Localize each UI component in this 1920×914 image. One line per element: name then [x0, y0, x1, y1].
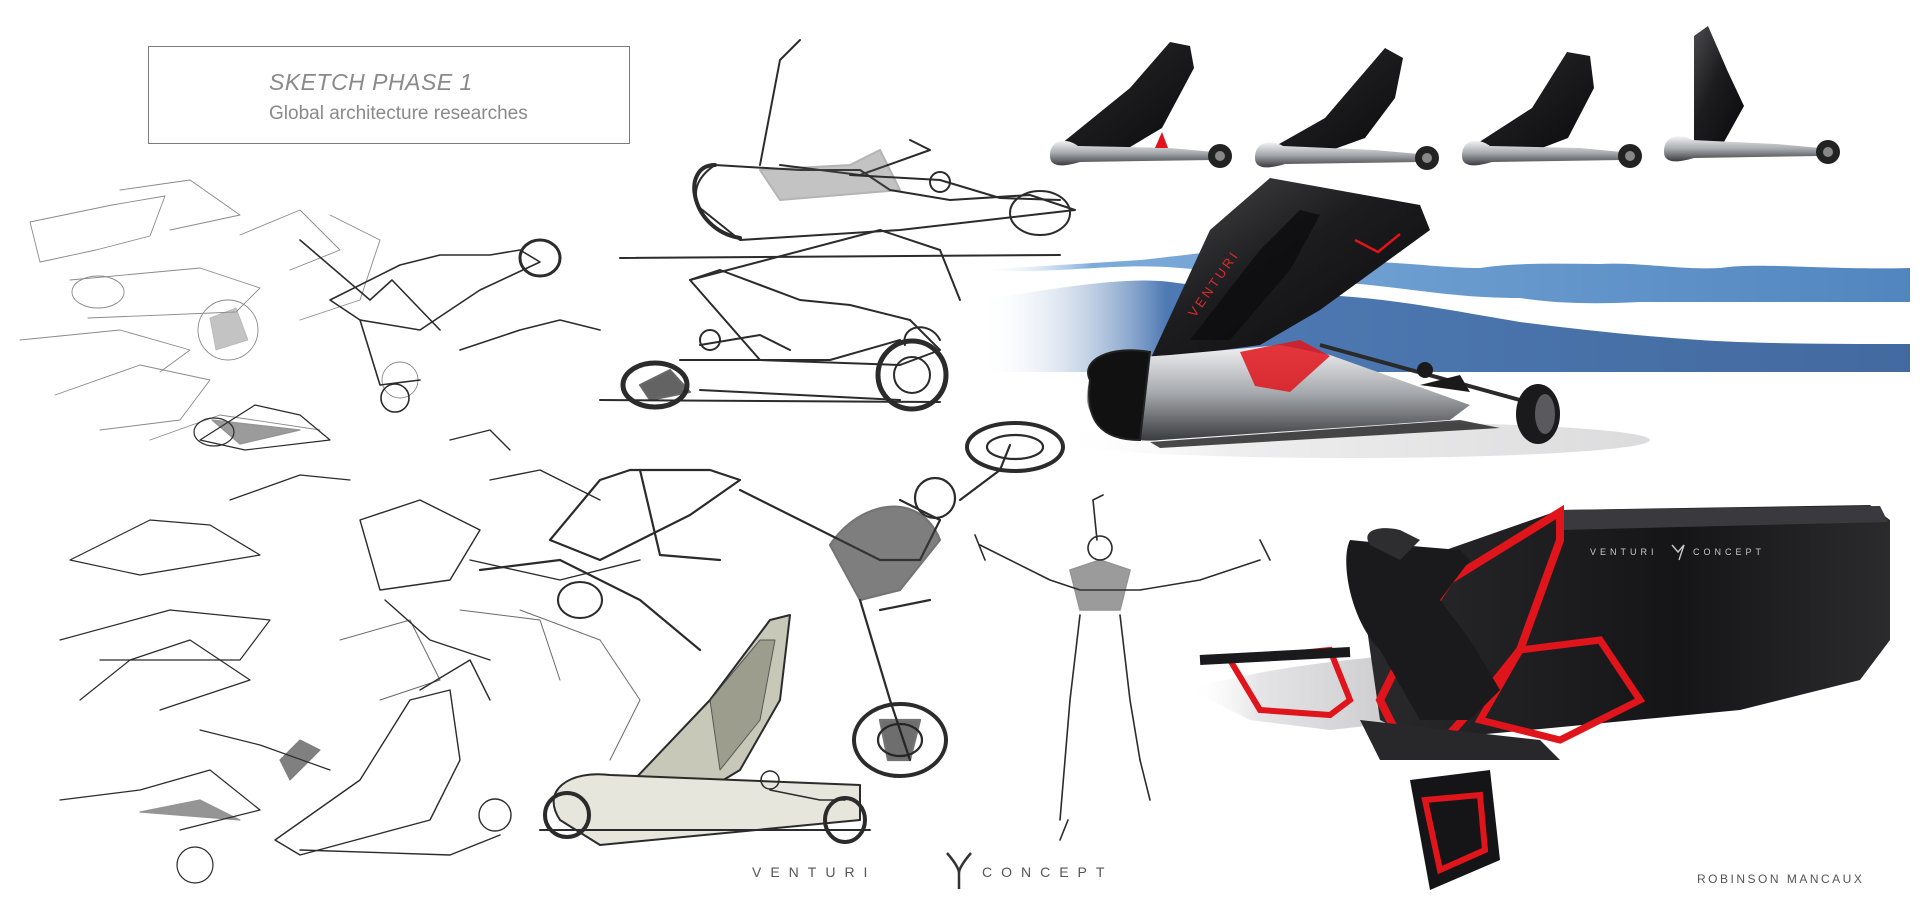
render-row-top: [1050, 26, 1840, 170]
venturi-logo-icon: [946, 852, 972, 889]
sketch-frame-top-center: [299, 238, 601, 413]
title-subheading: Global architecture researches: [269, 103, 528, 124]
footer-brand-left: VENTURI: [752, 864, 877, 880]
sketch-vehicle-center-rider: [478, 421, 1065, 778]
render-cockpit-badge: VENTURI: [1590, 547, 1658, 557]
pencil-sketches: [19, 39, 1271, 884]
render-side-view-4: [1664, 26, 1840, 164]
render-side-view-2: [1255, 48, 1439, 170]
render-cockpit-badge-right: CONCEPT: [1693, 547, 1765, 557]
faint-sketch-cluster-top: [19, 179, 419, 441]
sketch-vehicle-top-a: [619, 39, 1076, 259]
render-side-view-3: [1462, 52, 1642, 168]
render-main-landscape: VENTURI: [980, 178, 1910, 458]
sketch-wedges-left: [59, 404, 351, 884]
render-cockpit-closeup: VENTURI CONCEPT: [1190, 504, 1890, 890]
footer-brand-right: CONCEPT: [982, 864, 1114, 880]
sketch-vehicle-top-b: [599, 229, 961, 412]
sketch-vehicle-tall-wedge: [539, 614, 871, 846]
title-box: SKETCH PHASE 1 Global architecture resea…: [148, 46, 630, 144]
footer-credit: ROBINSON MANCAUX: [1697, 872, 1865, 886]
title-heading: SKETCH PHASE 1: [269, 69, 473, 95]
render-side-view-1: [1050, 42, 1232, 168]
sketch-rider-arms-spread: [974, 494, 1271, 841]
sketch-misc-center: [339, 609, 641, 761]
